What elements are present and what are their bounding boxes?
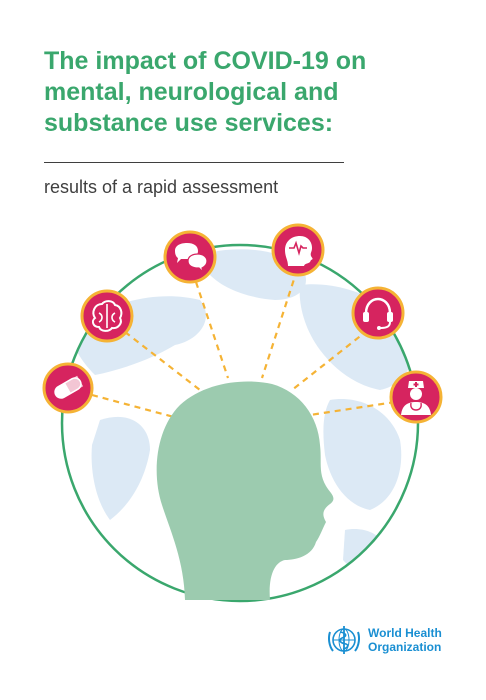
who-emblem-icon: [328, 626, 360, 654]
title-line-2: mental, neurological and: [44, 78, 339, 106]
head-silhouette: [156, 381, 334, 600]
who-name-line-2: Organization: [368, 640, 442, 654]
connector-lines: [91, 269, 396, 422]
cover-subtitle: results of a rapid assessment: [44, 177, 279, 197]
title-line-1: The impact of COVID-19 on: [44, 47, 367, 75]
speech-bubbles-icon: [163, 230, 217, 284]
title-line-3: substance use services:: [44, 109, 334, 137]
who-name-line-1: World Health: [368, 626, 442, 640]
head-pulse-icon: [271, 223, 325, 277]
nurse-icon: [389, 370, 443, 424]
who-logo: World Health Organization: [326, 620, 466, 660]
headset-icon: [351, 286, 405, 340]
who-wordmark: World Health Organization: [368, 626, 442, 654]
title-divider: [44, 162, 344, 163]
brain-icon: [80, 289, 134, 343]
cover-title: The impact of COVID-19 on mental, neurol…: [44, 46, 444, 139]
pill-icon: [42, 362, 94, 414]
